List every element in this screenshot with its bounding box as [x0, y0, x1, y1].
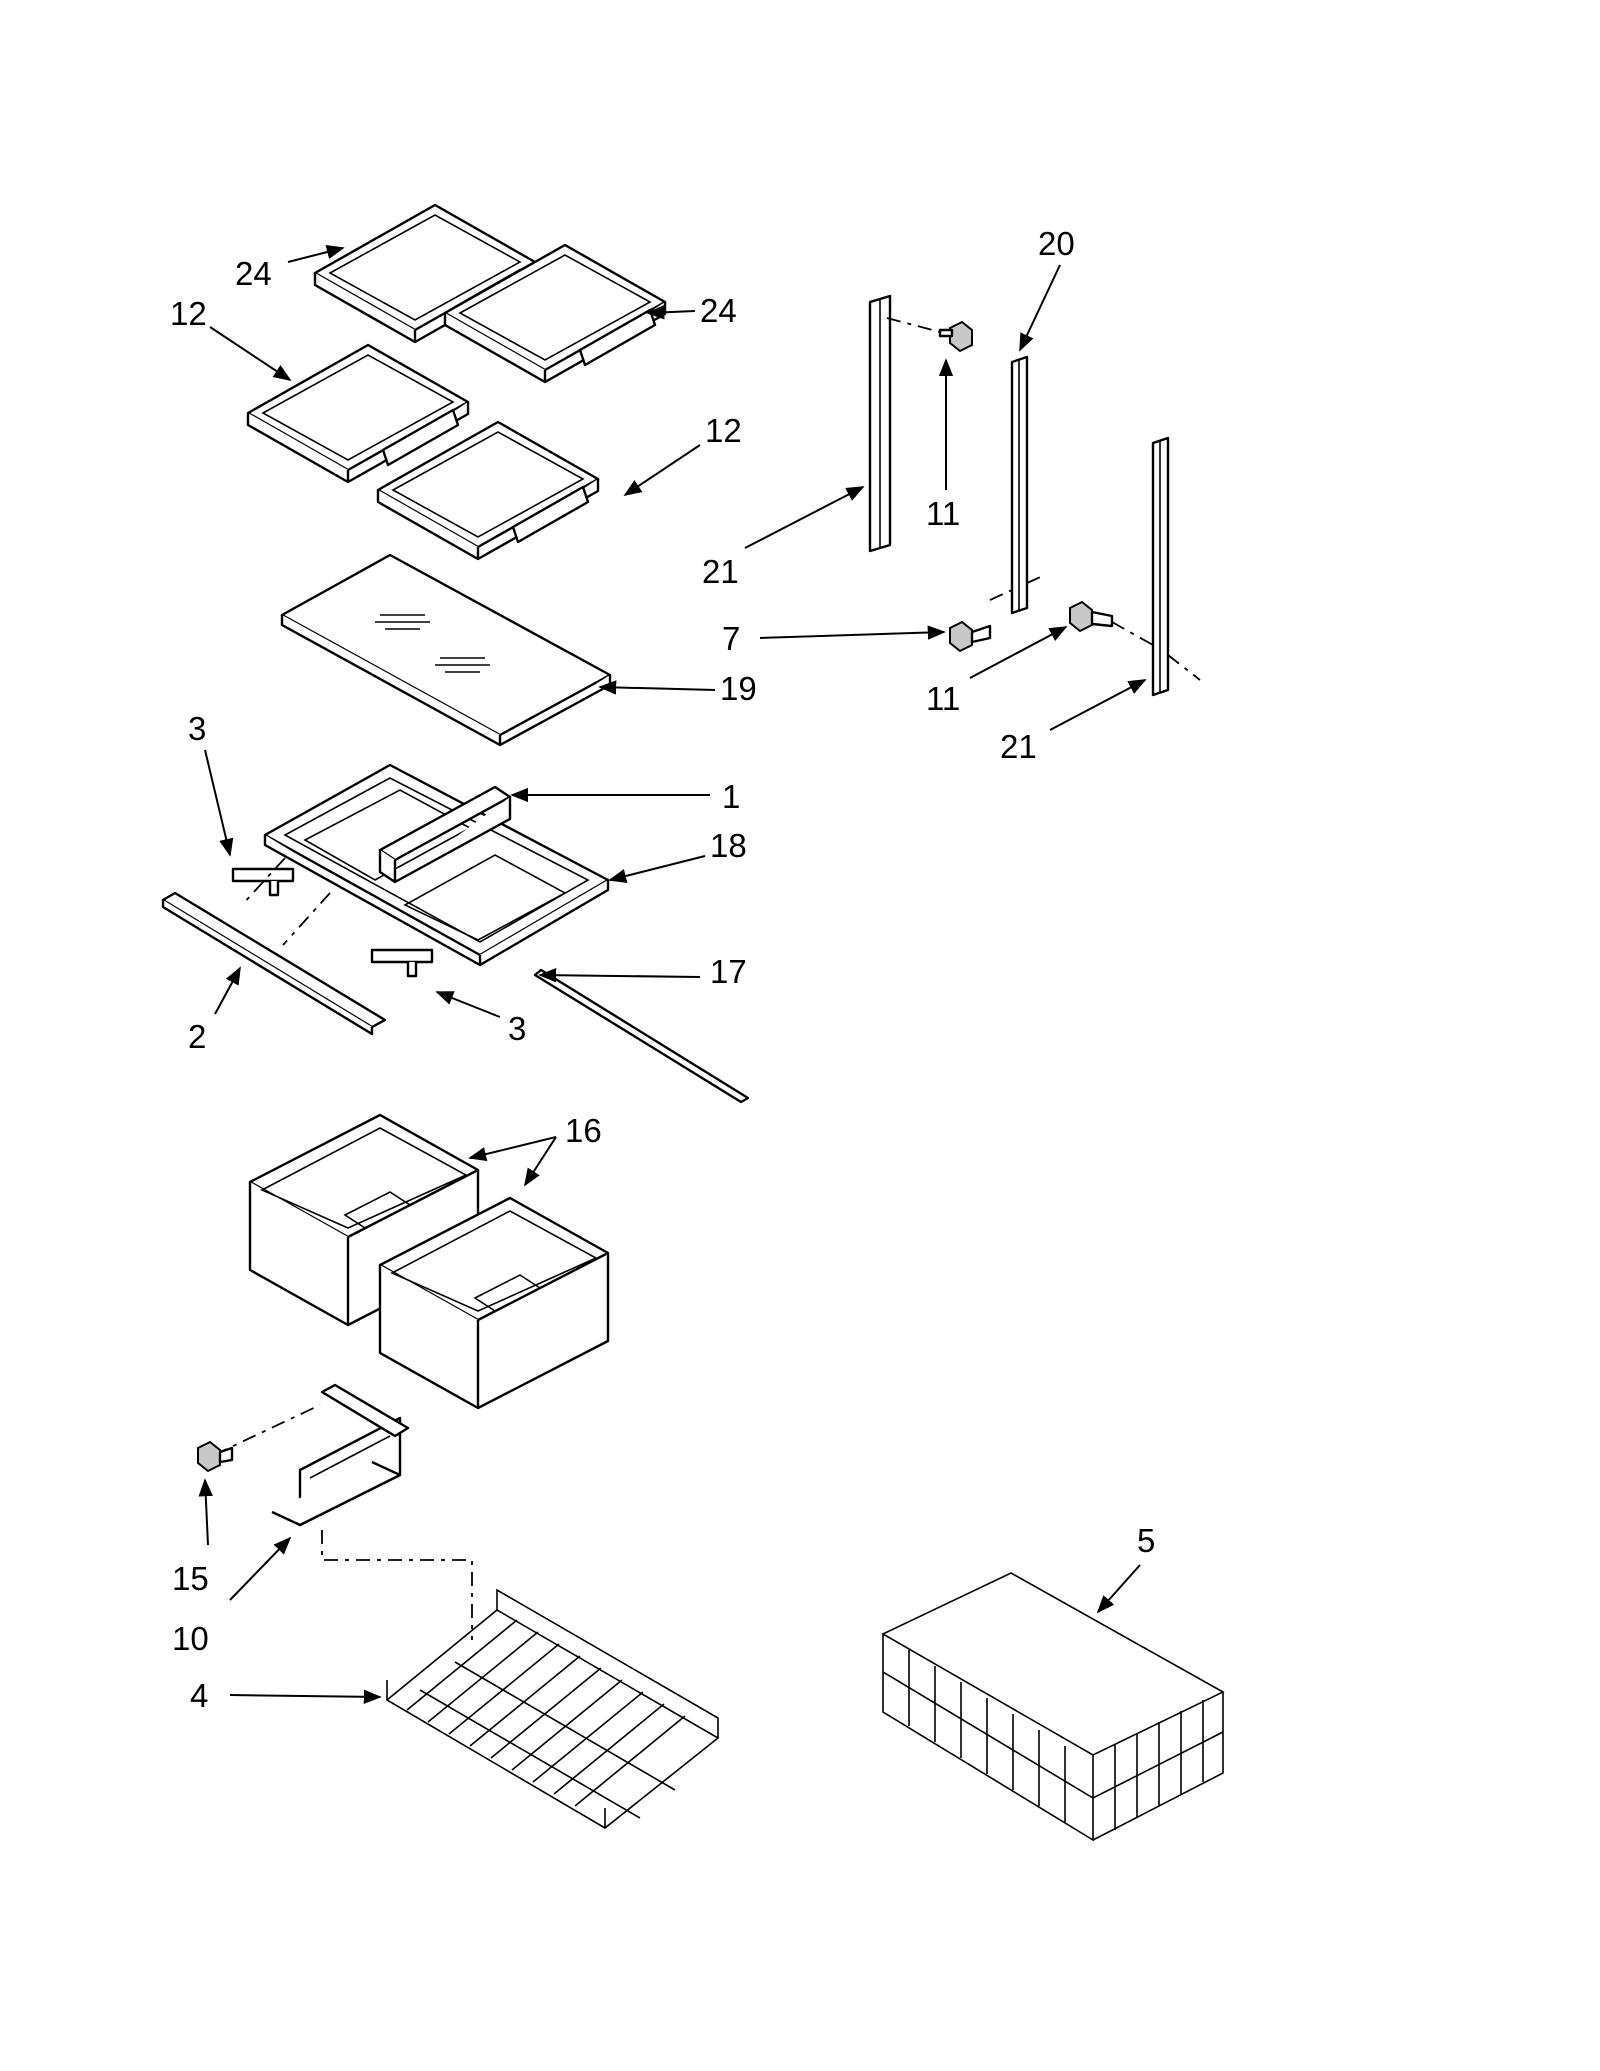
callout-12-right-shelf: 12 — [705, 412, 742, 449]
callout-16-crisper-drawers: 16 — [565, 1112, 602, 1149]
screw-7 — [949, 620, 992, 653]
callout-5-wire-basket: 5 — [1137, 1522, 1155, 1559]
shelf-frame-12-right — [376, 420, 600, 561]
callout-21-left-ladder: 21 — [702, 553, 739, 590]
dashed-center-lines — [213, 317, 1201, 1640]
callout-2-front-trim: 2 — [188, 1018, 206, 1055]
callout-21-right-ladder: 21 — [1000, 728, 1037, 765]
callout-labels: 24 24 12 12 20 11 21 7 11 21 19 3 1 18 1… — [170, 225, 1155, 1714]
callout-15-screw: 15 — [172, 1560, 209, 1597]
glass-shelf — [280, 553, 612, 747]
callout-11-top-screw: 11 — [926, 495, 960, 532]
leader-lines — [198, 245, 1147, 1704]
callout-11-bottom-screw: 11 — [926, 680, 960, 717]
screw-11-bottom — [1069, 600, 1114, 633]
callout-17-rear-strip: 17 — [710, 953, 747, 990]
callout-24-right-shelf: 24 — [700, 292, 737, 329]
crisper-cover-divider — [378, 785, 512, 884]
callout-24-top-shelf: 24 — [235, 255, 272, 292]
callout-3-left-slider: 3 — [188, 710, 206, 747]
callout-3-right-slider: 3 — [508, 1010, 526, 1047]
basket-divider-bracket — [271, 1383, 410, 1527]
callout-4-wire-basket: 4 — [190, 1677, 208, 1714]
screw-11-top — [938, 320, 973, 353]
shelf-ladder-21-right — [1151, 436, 1170, 697]
callout-20-ladder: 20 — [1038, 225, 1075, 262]
callout-7-screw: 7 — [722, 620, 740, 657]
callout-12-left-shelf: 12 — [170, 295, 207, 332]
shelf-frame-12-left — [246, 343, 470, 484]
screw-15 — [197, 1440, 234, 1473]
crisper-cover-slider-left — [231, 867, 295, 897]
callout-10-divider-bracket: 10 — [172, 1620, 209, 1657]
shelf-ladder-21-left — [868, 294, 892, 553]
callout-19-glass-shelf: 19 — [720, 670, 757, 707]
wire-basket-4 — [385, 1588, 720, 1829]
wire-basket-5 — [881, 1572, 1225, 1842]
crisper-drawer-right — [378, 1196, 610, 1410]
callout-18-cover-frame: 18 — [710, 827, 747, 864]
shelf-frame-24-right — [443, 243, 667, 384]
crisper-cover-front-trim — [161, 891, 387, 1036]
shelf-ladder-20 — [1010, 355, 1029, 615]
crisper-cover-slider-right — [370, 948, 434, 978]
callout-1-divider: 1 — [722, 778, 740, 815]
